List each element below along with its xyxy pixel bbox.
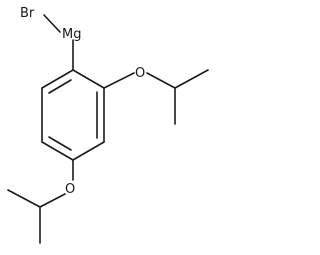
ring-double-bond (48, 136, 72, 151)
oxygen-atom-label-lower: O (65, 182, 75, 197)
ring-double-bond (48, 79, 72, 94)
benzene-ring (41, 69, 105, 161)
oxygen-atom-label-upper: O (135, 66, 145, 81)
bromine-atom-label: Br (20, 6, 35, 21)
isopropoxy-group-upper (103, 69, 209, 125)
chemical-structure-diagram: Br Mg O O (7, 6, 209, 244)
bond-br-mg (43, 14, 61, 33)
isopropoxy-group-lower (7, 159, 74, 244)
magnesium-atom-label: Mg (62, 27, 81, 42)
